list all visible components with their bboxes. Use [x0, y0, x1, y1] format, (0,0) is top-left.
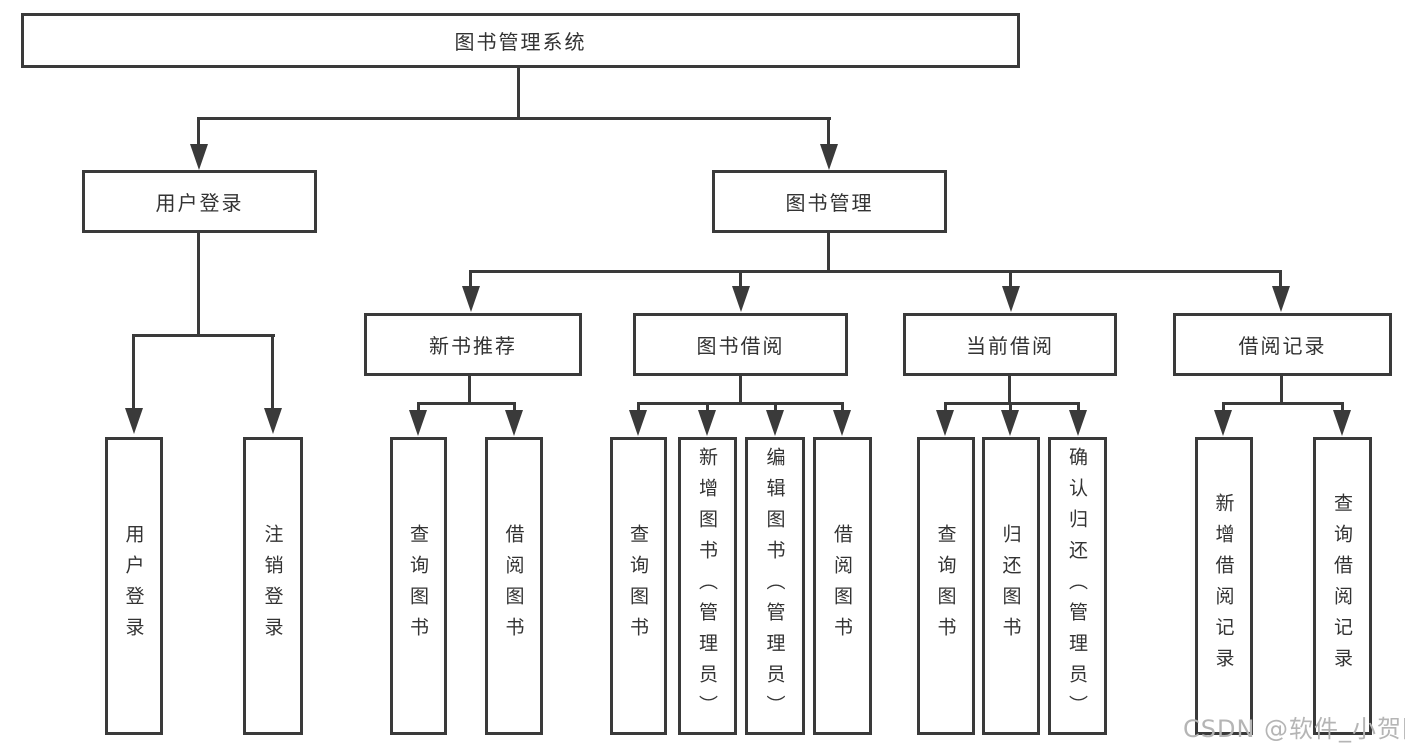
arrow-down-icon [409, 410, 427, 436]
connector-user-stem-right [271, 334, 274, 410]
connector-root-stem-right [827, 117, 830, 147]
arrow-down-icon [1069, 410, 1087, 436]
leaf-return-books: 归还图书 [982, 437, 1040, 735]
node-book-borrow-label: 图书借阅 [696, 334, 785, 358]
arrow-down-icon [462, 286, 480, 312]
node-book-management: 图书管理 [712, 170, 947, 233]
leaf-user-login: 用户登录 [105, 437, 163, 735]
leaf-query-borrow-record: 查询借阅记录 [1313, 437, 1372, 735]
leaf-query-books-borrow-label: 查询图书 [627, 524, 649, 648]
connector-borrow-hline [637, 402, 844, 405]
connector-newbook-hline [417, 402, 516, 405]
connector-records-vline [1280, 376, 1283, 404]
arrow-down-icon [820, 144, 838, 170]
leaf-logout: 注销登录 [243, 437, 303, 735]
leaf-query-books-recommend: 查询图书 [390, 437, 447, 735]
leaf-edit-books-admin: 编辑图书（管理员） [745, 437, 805, 735]
leaf-confirm-return-admin: 确认归还（管理员） [1048, 437, 1107, 735]
connector-newbook-stem-2 [513, 402, 516, 412]
connector-borrow-stem-1 [637, 402, 640, 412]
connector-mgmt-stem-2 [739, 270, 742, 288]
connector-records-hline [1222, 402, 1344, 405]
connector-records-stem-2 [1341, 402, 1344, 412]
connector-records-stem-1 [1222, 402, 1225, 412]
arrow-down-icon [505, 410, 523, 436]
connector-current-hline [944, 402, 1080, 405]
arrow-down-icon [264, 408, 282, 434]
connector-root-stem-left [197, 117, 200, 147]
arrow-down-icon [833, 410, 851, 436]
arrow-down-icon [766, 410, 784, 436]
connector-borrow-vline [739, 376, 742, 404]
connector-root-vline [517, 68, 520, 119]
leaf-confirm-return-admin-label: 确认归还（管理员） [1066, 446, 1088, 726]
node-current-borrow-label: 当前借阅 [966, 334, 1054, 358]
leaf-query-borrow-record-label: 查询借阅记录 [1331, 493, 1353, 679]
leaf-query-books-current: 查询图书 [917, 437, 975, 735]
connector-mgmt-stem-1 [469, 270, 472, 288]
leaf-add-borrow-record-label: 新增借阅记录 [1212, 493, 1235, 679]
arrow-down-icon [190, 144, 208, 170]
arrow-down-icon [1001, 410, 1019, 436]
connector-borrow-stem-4 [841, 402, 844, 412]
connector-user-hline [133, 334, 275, 337]
connector-borrow-stem-2 [706, 402, 709, 412]
connector-newbook-stem-1 [417, 402, 420, 412]
node-new-book-recommend-label: 新书推荐 [429, 334, 517, 358]
arrow-down-icon [732, 286, 750, 312]
connector-current-stem-1 [944, 402, 947, 412]
arrow-down-icon [1272, 286, 1290, 312]
node-borrow-records-label: 借阅记录 [1238, 334, 1327, 358]
node-root: 图书管理系统 [21, 13, 1020, 68]
arrow-down-icon [1214, 410, 1232, 436]
leaf-add-borrow-record: 新增借阅记录 [1195, 437, 1253, 735]
connector-mgmt-stem-4 [1279, 270, 1282, 288]
leaf-return-books-label: 归还图书 [999, 524, 1022, 648]
arrow-down-icon [1333, 410, 1351, 436]
connector-mgmt-vline [827, 233, 830, 272]
connector-current-stem-3 [1077, 402, 1080, 412]
connector-current-vline [1008, 376, 1011, 404]
node-book-management-label: 图书管理 [785, 191, 874, 215]
connector-mgmt-hline [469, 270, 1282, 273]
node-current-borrow: 当前借阅 [903, 313, 1117, 376]
leaf-borrow-books-recommend: 借阅图书 [485, 437, 543, 735]
leaf-query-books-borrow: 查询图书 [610, 437, 667, 735]
node-root-label: 图书管理系统 [454, 30, 587, 54]
connector-user-vline [197, 233, 200, 336]
connector-current-stem-2 [1009, 402, 1012, 412]
node-user-login-label: 用户登录 [155, 191, 244, 215]
node-user-login: 用户登录 [82, 170, 317, 233]
leaf-query-books-current-label: 查询图书 [934, 524, 957, 648]
connector-borrow-stem-3 [774, 402, 777, 412]
connector-root-hline [197, 117, 831, 120]
arrow-down-icon [698, 410, 716, 436]
arrow-down-icon [1002, 286, 1020, 312]
leaf-user-login-label: 用户登录 [122, 524, 145, 648]
node-new-book-recommend: 新书推荐 [364, 313, 582, 376]
connector-mgmt-stem-3 [1009, 270, 1012, 288]
node-borrow-records: 借阅记录 [1173, 313, 1392, 376]
arrow-down-icon [125, 408, 143, 434]
leaf-add-books-admin: 新增图书（管理员） [678, 437, 737, 735]
connector-newbook-vline [468, 376, 471, 404]
leaf-logout-label: 注销登录 [261, 524, 284, 648]
leaf-borrow-books-recommend-label: 借阅图书 [502, 524, 525, 648]
arrow-down-icon [629, 410, 647, 436]
leaf-borrow-books-label: 借阅图书 [831, 524, 853, 648]
leaf-borrow-books: 借阅图书 [813, 437, 872, 735]
leaf-edit-books-admin-label: 编辑图书（管理员） [763, 446, 786, 726]
csdn-watermark: CSDN @软件_小贺同学 [1183, 715, 1405, 743]
node-book-borrow: 图书借阅 [633, 313, 848, 376]
leaf-add-books-admin-label: 新增图书（管理员） [696, 446, 718, 726]
leaf-query-books-recommend-label: 查询图书 [407, 524, 429, 648]
connector-user-stem-left [132, 334, 135, 410]
arrow-down-icon [936, 410, 954, 436]
